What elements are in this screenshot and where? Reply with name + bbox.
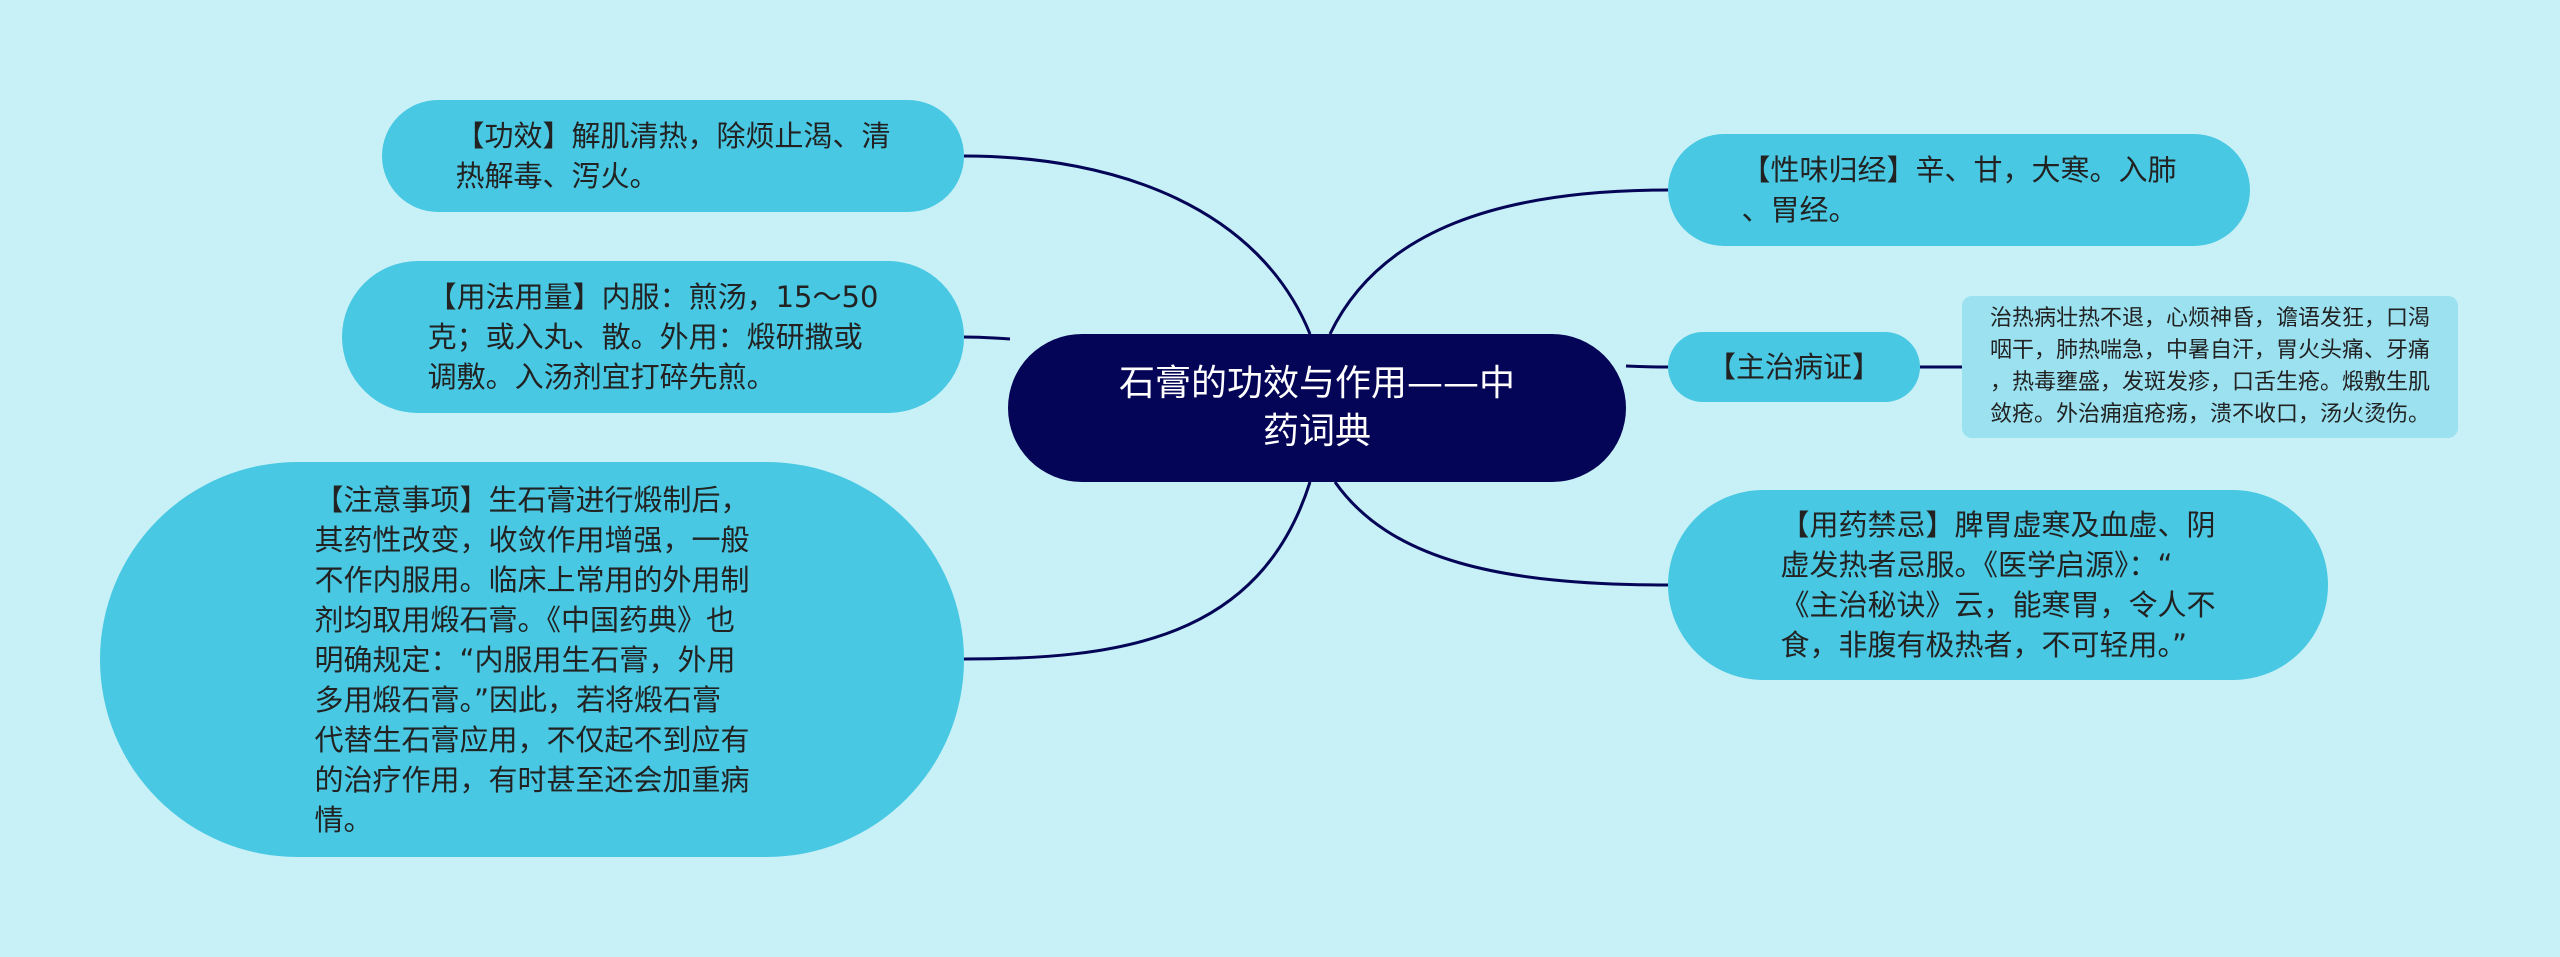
connector-xingwei [1328, 188, 1669, 335]
branch-precautions-text: 【注意事项】生石膏进行煅制后， 其药性改变，收敛作用增强，一般 不作内服用。临床… [314, 482, 750, 837]
connector-zhuyi [963, 481, 1312, 661]
branch-indications-text: 【主治病证】 [1706, 350, 1881, 384]
branch-precautions-node[interactable]: 【注意事项】生石膏进行煅制后， 其药性改变，收敛作用增强，一般 不作内服用。临床… [100, 462, 964, 857]
branch-indications-node[interactable]: 【主治病证】 [1668, 332, 1920, 402]
branch-dosage-node[interactable]: 【用法用量】内服：煎汤，15～50 克；或入丸、散。外用：煅研撒或 调敷。入汤剂… [342, 261, 964, 413]
connector-zhuzhi [1625, 364, 1669, 369]
central-topic-node[interactable]: 石膏的功效与作用——中 药词典 [1008, 334, 1626, 482]
connector-yongfa [963, 335, 1011, 341]
branch-nature-meridian-node[interactable]: 【性味归经】辛、甘，大寒。入肺 、胃经。 [1668, 134, 2250, 246]
branch-contraindications-text: 【用药禁忌】脾胃虚寒及血虚、阴 虚发热者忌服。《医学启源》：“ 《主治秘诀》云，… [1780, 508, 2216, 662]
indications-detail-text: 治热病壮热不退，心烦神昏，谵语发狂，口渴 咽干，肺热喘急，中暑自汗，胃火头痛、牙… [1989, 306, 2430, 427]
connector-jinji [1333, 481, 1669, 587]
branch-contraindications-node[interactable]: 【用药禁忌】脾胃虚寒及血虚、阴 虚发热者忌服。《医学启源》：“ 《主治秘诀》云，… [1668, 490, 2328, 680]
branch-nature-meridian-text: 【性味归经】辛、甘，大寒。入肺 、胃经。 [1741, 153, 2177, 227]
branch-dosage-text: 【用法用量】内服：煎汤，15～50 克；或入丸、散。外用：煅研撒或 调敷。入汤剂… [427, 280, 879, 394]
central-topic-text: 石膏的功效与作用——中 药词典 [1118, 363, 1515, 452]
branch-efficacy-node[interactable]: 【功效】解肌清热，除烦止渴、清 热解毒、泻火。 [382, 100, 964, 212]
indications-detail-node[interactable]: 治热病壮热不退，心烦神昏，谵语发狂，口渴 咽干，肺热喘急，中暑自汗，胃火头痛、牙… [1962, 296, 2458, 438]
branch-efficacy-text: 【功效】解肌清热，除烦止渴、清 热解毒、泻火。 [455, 119, 891, 193]
connector-gongxiao [963, 154, 1312, 335]
